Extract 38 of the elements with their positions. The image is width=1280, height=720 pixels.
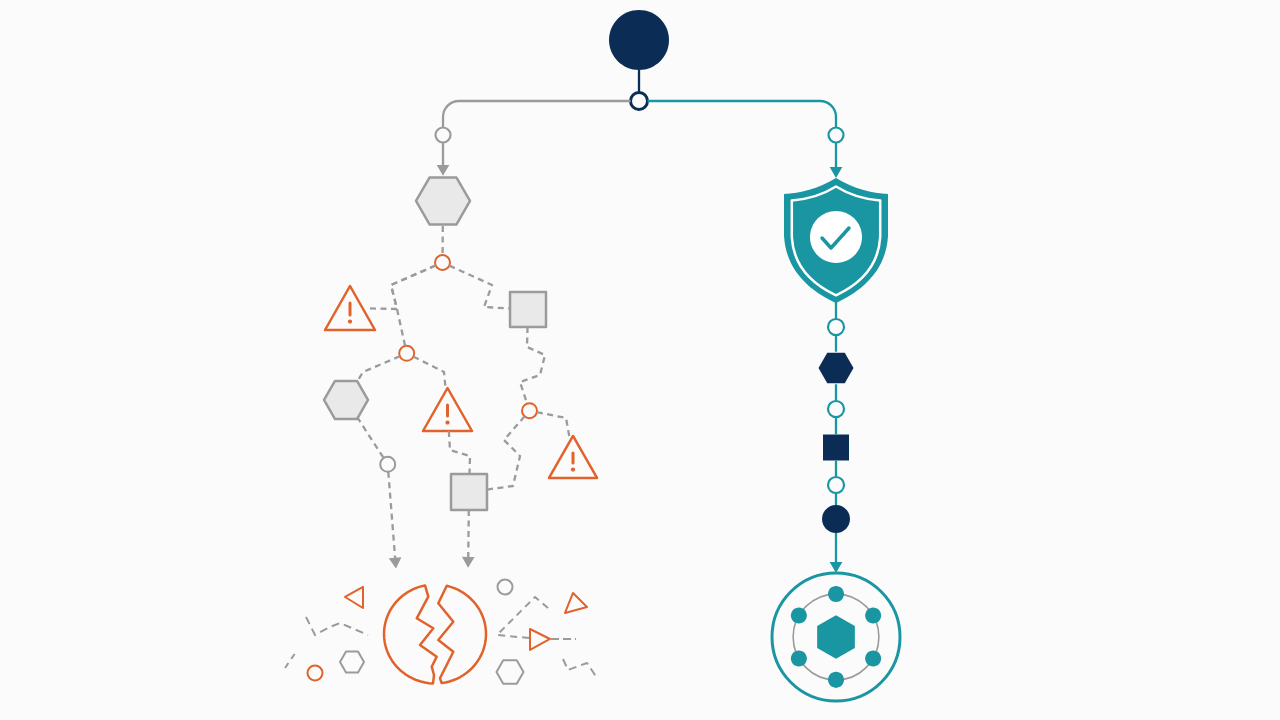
- dashed-line: [447, 430, 472, 475]
- line: [834, 384, 838, 401]
- dashed-line: [389, 264, 437, 347]
- ring: [827, 126, 845, 144]
- ring: [379, 455, 397, 473]
- ring: [826, 317, 846, 337]
- dashed-line: [441, 226, 444, 255]
- dashed-line: [448, 264, 511, 310]
- dashed-line: [412, 355, 447, 389]
- dashed-line: [536, 411, 571, 437]
- line: [834, 302, 838, 319]
- shield-icon: [784, 178, 888, 303]
- circle: [609, 10, 669, 70]
- ring: [521, 402, 538, 420]
- network-icon: [770, 571, 902, 703]
- line: [647, 99, 838, 128]
- line: [834, 417, 838, 435]
- ring: [826, 399, 846, 419]
- square: [508, 290, 548, 329]
- broken-circle: [382, 584, 488, 685]
- line: [834, 493, 838, 505]
- hexagon: [414, 176, 472, 226]
- warning-triangle: [421, 386, 474, 433]
- warning-triangle: [323, 284, 377, 332]
- line: [834, 460, 838, 477]
- circle: [822, 505, 850, 533]
- line: [834, 335, 838, 352]
- square: [449, 472, 489, 512]
- ring: [398, 344, 416, 362]
- hexagon: [818, 352, 854, 384]
- dashed-line: [356, 416, 385, 459]
- line: [441, 99, 631, 128]
- line: [637, 70, 641, 93]
- hexagon: [322, 379, 370, 421]
- warning-triangle: [547, 434, 599, 480]
- dashed-line: [486, 415, 526, 491]
- ring: [434, 126, 452, 144]
- square: [823, 434, 849, 461]
